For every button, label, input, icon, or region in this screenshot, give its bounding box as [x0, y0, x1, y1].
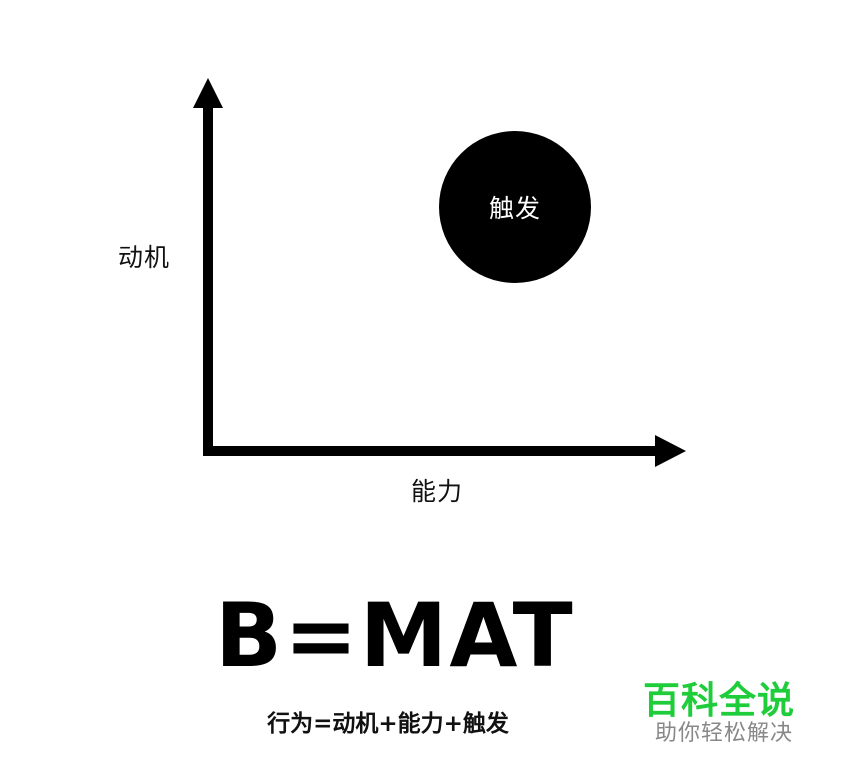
trigger-circle: 触发 [439, 131, 591, 283]
formula-subtitle: 行为=动机+能力+触发 [267, 711, 509, 737]
y-axis-line [203, 104, 213, 456]
y-axis-arrow-icon [193, 78, 223, 108]
x-axis-arrow-icon [655, 435, 686, 467]
watermark-title: 百科全说 [643, 679, 795, 722]
y-axis-label: 动机 [118, 243, 171, 272]
trigger-label: 触发 [488, 194, 541, 223]
x-axis-label: 能力 [411, 477, 464, 506]
formula-title: B=MAT [215, 584, 575, 687]
x-axis-line [203, 446, 658, 456]
watermark-subtitle: 助你轻松解决 [655, 721, 794, 746]
